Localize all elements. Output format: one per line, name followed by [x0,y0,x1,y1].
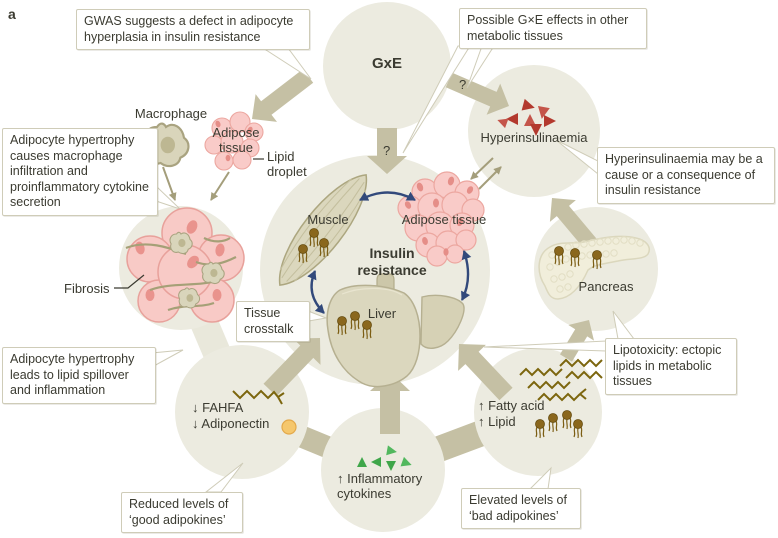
callout-reduced-adipokines-text: Reduced levels of ‘good adipokines’ [129,497,229,527]
panel-label: a [8,6,16,22]
arrow-gxe-to-center [367,128,407,174]
fibrosis-label: Fibrosis [64,281,110,296]
callout-possible-gxe-text: Possible G×E effects in other metabolic … [467,13,629,43]
arrow-gxe-to-hyperinsulinaemia [445,72,509,115]
callout-elevated-adipokines-text: Elevated levels of ‘bad adipokines’ [469,493,567,523]
adiponectin-icon [281,419,297,435]
muscle-label: Muscle [307,212,349,227]
fibrosis-leader [114,274,145,289]
arrow-macrophage-to-fibrosis [162,166,177,201]
callout-gwas: GWAS suggests a defect in adipocyte hype… [76,9,310,50]
insulin-resistance-label: Insulin resistance [357,245,427,278]
gxe-circle [323,2,451,130]
callout-hypertrophy-spillover: Adipocyte hypertrophy leads to lipid spi… [2,347,156,404]
leader-lines [114,158,264,289]
callout-possible-gxe: Possible G×E effects in other metabolic … [459,8,647,49]
fatty-acid-label: ↑ Fatty acid [478,398,545,413]
muscle-illustration [279,174,367,286]
bad-adipokines-circle [474,348,602,476]
adipose-tissue-small-illustration [204,111,264,171]
lipid-label: ↑ Lipid [478,414,516,429]
pancreas-label: Pancreas [578,279,634,294]
arrow-bad-adipokines-to-pancreas [560,320,594,362]
fatty-acid-icons [519,358,603,402]
adipose-tissue-small-label: Adipose tissue [212,125,260,156]
liver-illustration [326,273,465,388]
arrow-bad-adipokines-to-center [458,344,513,401]
lipid-droplet-label: Lipid droplet [267,149,307,180]
arrow-muscle-liver [307,270,325,314]
question-mark-gxe-center: ? [383,143,391,158]
callout-tissue-crosstalk: Tissue crosstalk [236,301,310,342]
callout-hyperinsulinaemia-cause: Hyperinsulinaemia may be a cause or a co… [597,147,775,204]
liver-label: Liver [367,306,397,321]
arrow-hyper-to-center [470,157,494,180]
fibrosis-illustration [125,207,245,323]
callout-hyperinsulinaemia-cause-text: Hyperinsulinaemia may be a cause or a co… [605,152,763,197]
adipose-tissue-label: Adipose tissue [401,212,487,227]
flow-arrows [252,69,606,434]
callout-reduced-adipokines: Reduced levels of ‘good adipokines’ [121,492,243,533]
callout-lipotoxicity-text: Lipotoxicity: ectopic lipids in metaboli… [613,343,722,388]
arrow-adipose-liver [460,250,472,301]
callout-hypertrophy-macrophage: Adipocyte hypertrophy causes macrophage … [2,128,158,216]
callout-lipotoxicity: Lipotoxicity: ectopic lipids in metaboli… [605,338,737,395]
insulin-triangles [497,98,556,136]
callout-hypertrophy-macrophage-text: Adipocyte hypertrophy causes macrophage … [10,133,149,209]
cytokines-circle [321,408,445,532]
adiponectin-label: ↓ Adiponectin [192,416,270,431]
cytokine-triangles [357,445,412,471]
arrow-cytokines-to-center [370,372,410,434]
inflammatory-cytokines-label: ↑ Inflammatory cytokines [337,471,423,502]
fahfa-label: ↓ FAHFA [192,400,244,415]
callout-elevated-adipokines: Elevated levels of ‘bad adipokines’ [461,488,581,529]
adipose-tissue-illustration [397,171,485,267]
arrow-good-adipokines-to-center [263,338,321,397]
hyperinsulinaemia-label: Hyperinsulinaemia [480,130,588,145]
callout-gwas-text: GWAS suggests a defect in adipocyte hype… [84,14,294,44]
fahfa-lipid-icon [232,389,285,405]
gxe-label: GxE [371,55,403,72]
thin-arrows [162,157,502,201]
question-mark-gxe-hyper: ? [459,77,467,92]
callout-hypertrophy-spillover-text: Adipocyte hypertrophy leads to lipid spi… [10,352,135,397]
crosstalk-arrows [307,191,472,314]
callout-tissue-crosstalk-text: Tissue crosstalk [244,306,294,336]
arrow-center-to-hyper [478,166,502,190]
macrophage-label: Macrophage [134,106,208,121]
arrow-muscle-adipose [359,191,416,202]
arrow-gwas-to-adipose [252,69,314,122]
arrow-adipose-to-fibrosis [210,171,230,201]
